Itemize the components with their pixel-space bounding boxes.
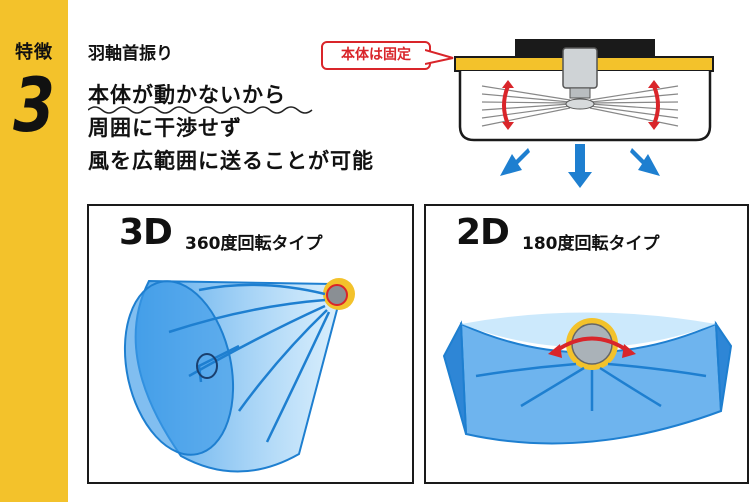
feature-sidebar: 特徴 3 [0, 0, 68, 502]
feature-label: 特徴 [15, 42, 53, 63]
fan-motor [562, 47, 598, 89]
headline-line-2: 周囲に干渉せず [88, 116, 242, 140]
headline-line-1: 本体が動かないから [88, 83, 286, 107]
panel-2d-type: 180度回転タイプ [522, 234, 660, 254]
airflow-arrows-down [500, 144, 660, 188]
feature-number: 3 [13, 62, 55, 150]
swing-arrow-right [652, 85, 660, 125]
airflow-streams [475, 362, 707, 411]
airflow-streams [168, 283, 331, 443]
panel-2d: 2D 180度回転タイプ [424, 204, 749, 484]
cone-airflow-illustration [123, 278, 355, 473]
ceiling-fan-illustration [454, 39, 714, 188]
rotation-arrow [554, 336, 630, 353]
wavy-underline [88, 106, 313, 114]
fan-blades [481, 85, 679, 127]
panel-3d-type: 360度回転タイプ [185, 234, 323, 254]
swing-arrow-left [502, 85, 510, 125]
fan-band-airflow-illustration [442, 312, 733, 445]
feature-subtitle: 羽軸首振り [88, 44, 173, 64]
headline-line-3: 風を広範囲に送ることが可能 [88, 149, 374, 173]
panel-3d: 3D 360度回転タイプ [87, 204, 414, 484]
callout-pointer [425, 49, 454, 65]
panel-2d-mode: 2D [456, 212, 510, 253]
body-fixed-callout: 本体は固定 [321, 41, 431, 70]
panel-3d-mode: 3D [119, 212, 173, 253]
